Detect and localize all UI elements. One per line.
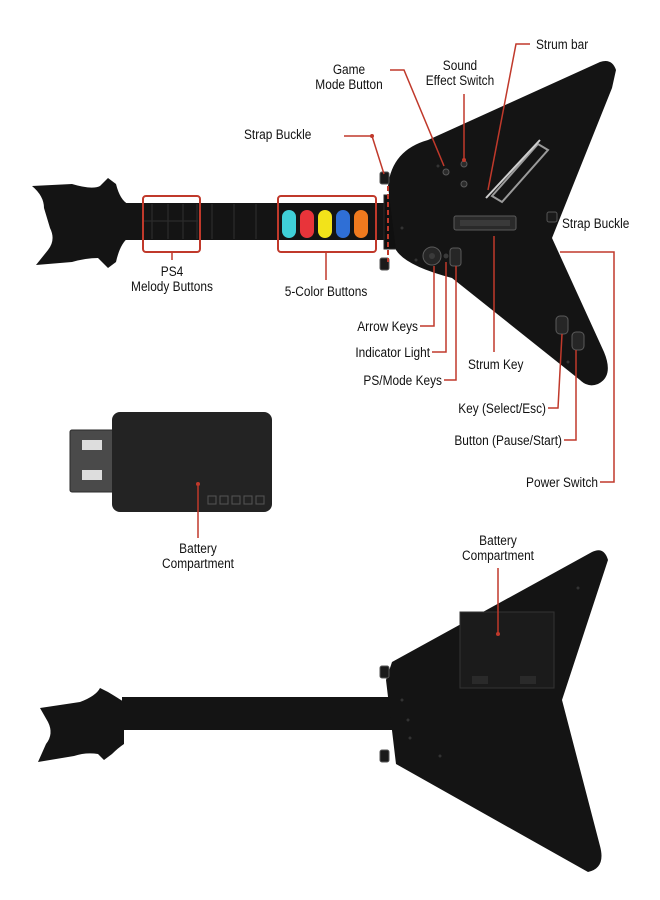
label-indicator-light: Indicator Light [355,345,430,360]
label-five-color-buttons: 5-Color Buttons [284,284,368,299]
headstock [32,178,128,268]
label-strap-buckle-left: Strap Buckle [244,127,312,142]
label-ps-mode-keys: PS/Mode Keys [363,373,442,388]
guitar-back [38,550,608,872]
label-strum-key: Strum Key [468,357,524,372]
label-button-pause-start: Button (Pause/Start) [454,433,562,448]
fret-button-orange[interactable] [354,210,368,238]
fret-button-blue[interactable] [336,210,350,238]
fret-button-red[interactable] [300,210,314,238]
fret-button-green[interactable] [282,210,296,238]
label-strum-bar: Strum bar [536,37,589,52]
dongle-body [112,412,272,512]
label-arrow-keys: Arrow Keys [357,319,418,334]
usb-dongle [69,412,272,538]
label-key-select-esc: Key (Select/Esc) [458,401,546,416]
five-color-buttons[interactable] [282,210,368,238]
label-strap-buckle-right: Strap Buckle [562,216,630,231]
fret-button-yellow[interactable] [318,210,332,238]
label-power-switch: Power Switch [526,475,598,490]
